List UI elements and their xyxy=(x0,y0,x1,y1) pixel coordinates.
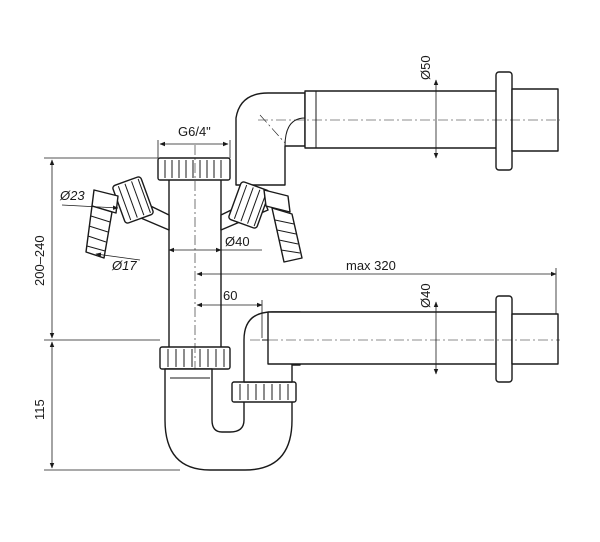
label-height-range: 200–240 xyxy=(32,235,47,286)
label-diam-lower-pipe: Ø40 xyxy=(418,283,433,308)
label-offset: 60 xyxy=(223,288,237,303)
left-hose-connector xyxy=(85,176,170,259)
central-tube xyxy=(157,145,231,440)
label-trap-height: 115 xyxy=(32,399,47,420)
label-diam-top-pipe: Ø50 xyxy=(418,55,433,80)
dimension-lines xyxy=(44,79,557,471)
label-max-length: max 320 xyxy=(346,258,396,273)
lower-outlet-pipe xyxy=(250,295,560,383)
upper-outlet-pipe xyxy=(235,71,560,186)
label-diam-tube: Ø40 xyxy=(225,234,250,249)
label-diam-hose-inner: Ø17 xyxy=(111,258,137,273)
label-thread: G6/4" xyxy=(178,124,211,139)
label-diam-hose-outer: Ø23 xyxy=(59,188,85,203)
right-hose-connector xyxy=(220,181,303,263)
